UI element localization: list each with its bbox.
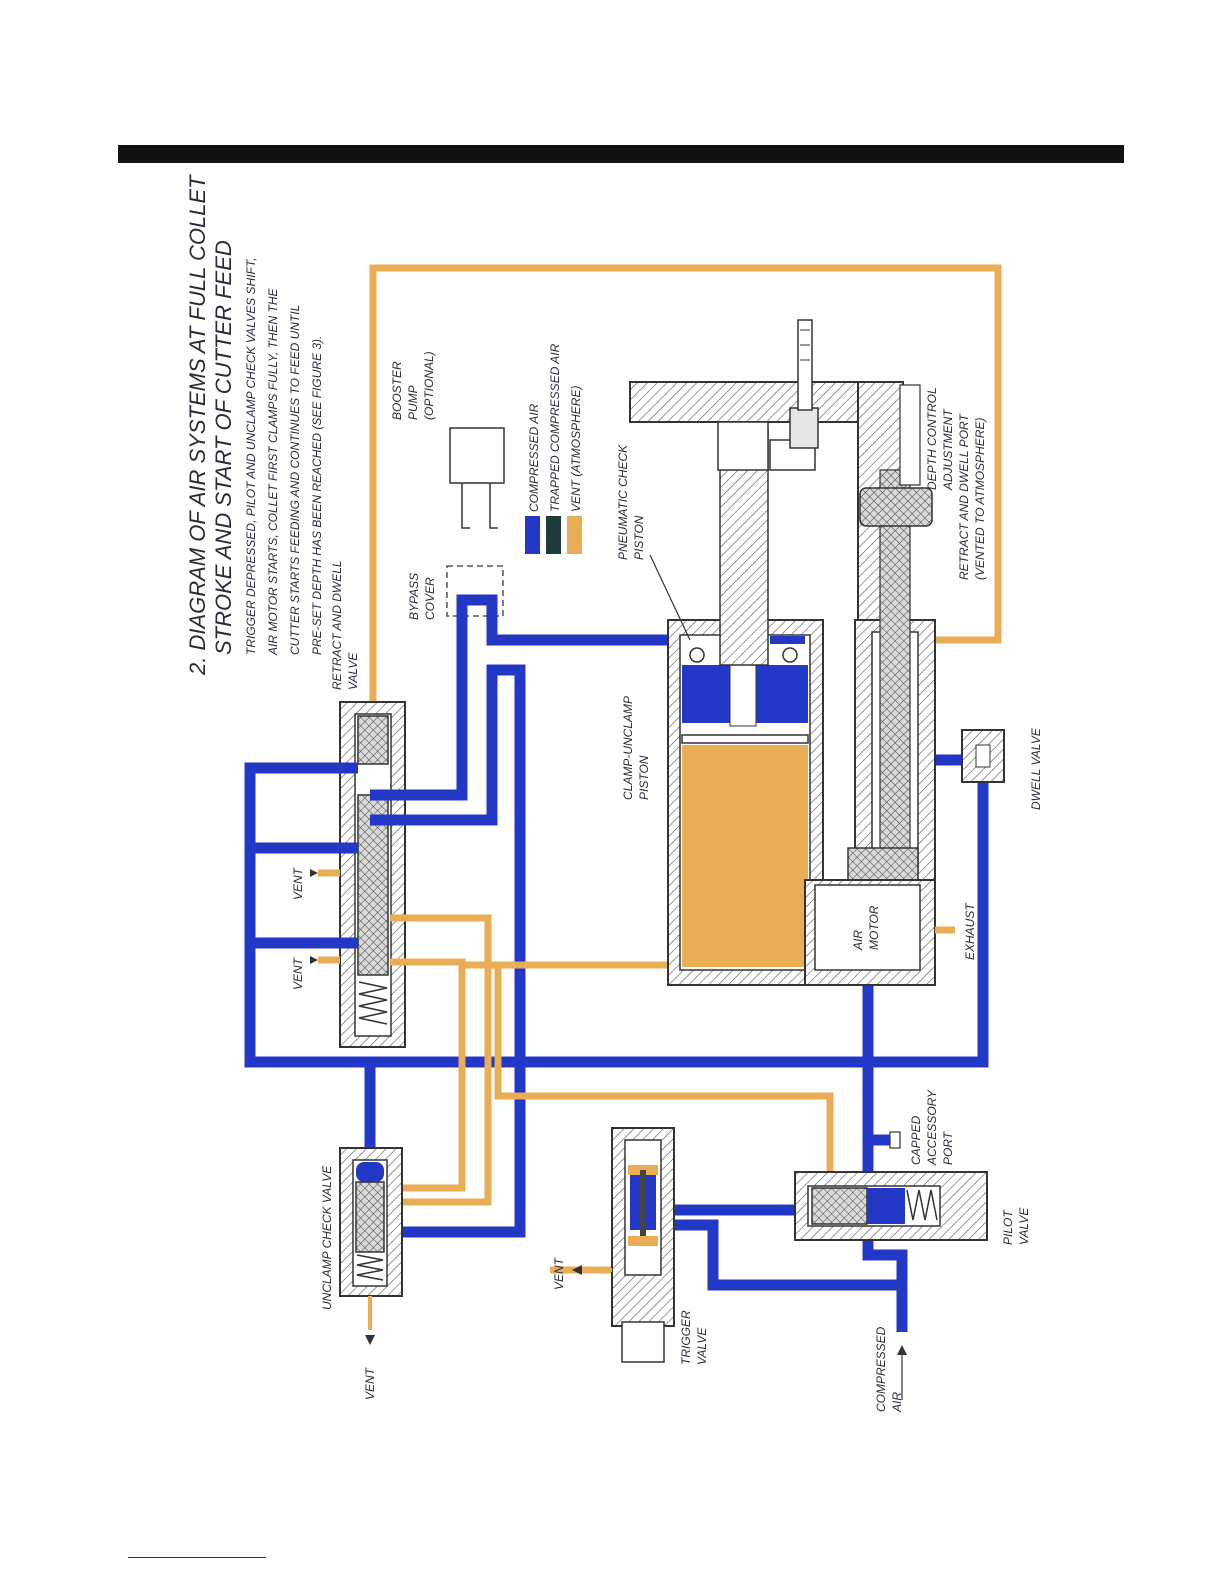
retract-port-label-2: (VENTED TO ATMOSPHERE) xyxy=(973,418,987,580)
check-piston-label-2: PISTON xyxy=(632,515,646,560)
legend-swatch-compressed-air xyxy=(525,516,540,554)
clamp-chamber xyxy=(682,745,808,967)
title-block: 2. DIAGRAM OF AIR SYSTEMS AT FULL COLLET… xyxy=(185,174,324,676)
vent-label-check-valve: VENT xyxy=(363,1366,377,1400)
air-motor-label-1: AIR xyxy=(851,930,865,951)
trigger-button[interactable] xyxy=(621,1321,665,1363)
dwell-valve: DWELL VALVE xyxy=(961,727,1043,810)
pilot-valve-label-1: PILOT xyxy=(1001,1209,1015,1245)
vent-label-trigger: VENT xyxy=(552,1256,566,1290)
retract-dwell-valve-label-1: RETRACT AND DWELL xyxy=(330,560,344,690)
bypass-cover-label-1: BYPASS xyxy=(407,573,421,620)
bypass-cover: BYPASS COVER xyxy=(407,565,504,620)
legend-swatch-trapped-air xyxy=(546,516,561,554)
air-motor-label-2: MOTOR xyxy=(867,905,881,950)
vent-arrows-retract-valve: VENT VENT xyxy=(291,866,340,990)
exhaust-label: EXHAUST xyxy=(963,902,977,960)
bypass-cover-label-2: COVER xyxy=(423,577,437,620)
unclamp-check-valve: UNCLAMP CHECK VALVE VENT xyxy=(320,1147,403,1400)
legend-label-vent: VENT (ATMOSPHERE) xyxy=(569,386,583,512)
retract-port-label-1: RETRACT AND DWELL PORT xyxy=(957,413,971,580)
depth-control-label-2: ADJUSTMENT xyxy=(941,408,955,491)
compressed-air-label-2: AIR xyxy=(890,1392,904,1413)
depth-control-label-1: DEPTH CONTROL xyxy=(925,387,939,490)
compressed-air-inlet: COMPRESSED AIR xyxy=(874,1326,907,1413)
compressed-air-label-1: COMPRESSED xyxy=(874,1326,888,1412)
vent-label-upper: VENT xyxy=(291,866,305,900)
booster-pump: BOOSTER PUMP (OPTIONAL) xyxy=(390,351,505,529)
retract-dwell-valve-label-2: VALVE xyxy=(346,652,360,690)
trigger-valve: VENT TRIGGER VALVE xyxy=(552,1127,709,1365)
booster-pump-label-3: (OPTIONAL) xyxy=(422,351,436,420)
description-line-2: AIR MOTOR STARTS, COLLET FIRST CLAMPS FU… xyxy=(266,287,280,656)
clamp-piston-label-1: CLAMP-UNCLAMP xyxy=(621,696,635,800)
check-piston-label-1: PNEUMATIC CHECK xyxy=(616,444,630,560)
diagram-title-line2: STROKE AND START OF CUTTER FEED xyxy=(211,240,236,655)
legend-label-compressed-air: COMPRESSED AIR xyxy=(527,403,541,512)
trigger-valve-label-2: VALVE xyxy=(695,1327,709,1365)
footer-link-underline xyxy=(128,1557,266,1558)
clamp-cylinder: CLAMP-UNCLAMP PISTON PNEUMATIC CHECK PIS… xyxy=(616,444,824,986)
legend-label-trapped-air: TRAPPED COMPRESSED AIR xyxy=(548,343,562,512)
clamp-piston-label-2: PISTON xyxy=(637,755,651,800)
description-line-4: PRE-SET DEPTH HAS BEEN REACHED (SEE FIGU… xyxy=(310,336,324,655)
capped-port-label-2: ACCESSORY xyxy=(925,1089,939,1166)
vent-lines xyxy=(380,914,834,1274)
booster-pump-label-2: PUMP xyxy=(406,385,420,420)
pilot-valve: PILOT VALVE xyxy=(794,1171,1031,1245)
header-bar xyxy=(118,145,1124,163)
description-line-3: CUTTER STARTS FEEDING AND CONTINUES TO F… xyxy=(288,305,302,655)
diagram-title-line1: 2. DIAGRAM OF AIR SYSTEMS AT FULL COLLET xyxy=(185,174,210,676)
depth-control-knob[interactable] xyxy=(859,487,933,527)
unclamp-check-valve-label: UNCLAMP CHECK VALVE xyxy=(320,1165,334,1310)
capped-accessory-port: CAPPED ACCESSORY PORT xyxy=(889,1089,955,1166)
pilot-valve-label-2: VALVE xyxy=(1017,1207,1031,1245)
retract-dwell-valve: RETRACT AND DWELL VALVE xyxy=(330,560,406,1048)
capped-port-label-3: PORT xyxy=(941,1130,955,1165)
dwell-valve-label: DWELL VALVE xyxy=(1029,727,1043,810)
air-motor: AIR MOTOR EXHAUST xyxy=(804,879,977,986)
capped-port-label-1: CAPPED xyxy=(909,1115,923,1165)
trigger-valve-label-1: TRIGGER xyxy=(679,1310,693,1365)
booster-pump-label-1: BOOSTER xyxy=(390,361,404,420)
legend: COMPRESSED AIR TRAPPED COMPRESSED AIR VE… xyxy=(525,343,583,554)
vent-label-lower: VENT xyxy=(291,956,305,990)
legend-swatch-vent xyxy=(567,516,582,554)
description-line-1: TRIGGER DEPRESSED, PILOT AND UNCLAMP CHE… xyxy=(244,258,258,655)
